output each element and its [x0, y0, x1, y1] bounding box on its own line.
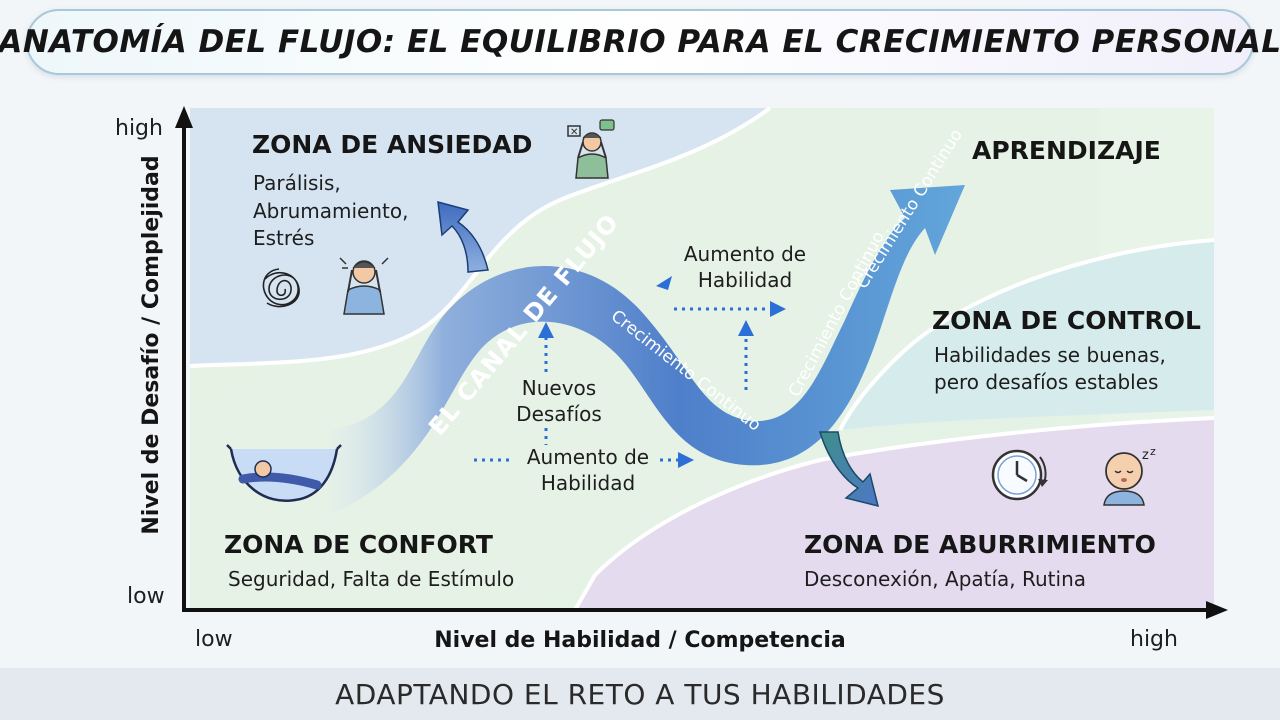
aumento-habilidad-low-line-2: Habilidad: [541, 471, 635, 495]
aumento-habilidad-high-line-2: Habilidad: [698, 268, 792, 292]
aprendizaje-title: APRENDIZAJE: [972, 136, 1161, 165]
arrow-down-right-icon: [818, 431, 880, 508]
aumento-habilidad-low-annotation: Aumento de Habilidad: [474, 445, 694, 495]
x-axis-low: low: [195, 627, 233, 652]
zona-ansiedad-title: ZONA DE ANSIEDAD: [252, 130, 532, 159]
x-axis-high: high: [1130, 627, 1178, 652]
nuevos-desafios-line-1: Nuevos: [522, 376, 596, 400]
y-axis-label: Nivel de Desafío / Complejidad: [139, 155, 164, 534]
nuevos-desafios-line-2: Desafíos: [516, 402, 602, 426]
title-banner: ANATOMÍA DEL FLUJO: EL EQUILIBRIO PARA E…: [0, 9, 1280, 75]
aumento-habilidad-high-annotation: Aumento de Habilidad: [656, 242, 806, 390]
aumento-habilidad-high-line-1: Aumento de: [684, 242, 806, 266]
zona-confort-line-1: Seguridad, Falta de Estímulo: [228, 567, 514, 591]
sleeping-face-icon: z z: [1103, 445, 1156, 506]
svg-text:z: z: [1150, 445, 1156, 458]
nuevos-desafios-annotation: Nuevos Desafíos: [516, 322, 602, 445]
zona-ansiedad-line-3: Estrés: [253, 226, 314, 250]
y-axis-high: high: [115, 116, 163, 141]
zona-confort-title: ZONA DE CONFORT: [224, 530, 493, 559]
zona-aburrimiento-title: ZONA DE ABURRIMIENTO: [804, 530, 1156, 559]
clock-icon: [991, 449, 1048, 501]
zone-ansiedad-area: [190, 108, 770, 366]
relaxing-hammock-icon: [226, 444, 342, 502]
zona-control-title: ZONA DE CONTROL: [932, 306, 1201, 335]
aumento-habilidad-low-line-1: Aumento de: [527, 445, 649, 469]
flow-diagram: EL CANAL DE FLUJO Crecimiento Continuo C…: [115, 106, 1228, 653]
zona-control-line-1: Habilidades se buenas,: [934, 343, 1166, 367]
zona-ansiedad-line-1: Parálisis,: [253, 171, 341, 195]
footer-text: ADAPTANDO EL RETO A TUS HABILIDADES: [335, 677, 945, 711]
page-title: ANATOMÍA DEL FLUJO: EL EQUILIBRIO PARA E…: [0, 24, 1280, 60]
zona-aburrimiento-line-1: Desconexión, Apatía, Rutina: [804, 567, 1086, 591]
zona-control-line-2: pero desafíos estables: [934, 370, 1158, 394]
frustrated-person-icon: [339, 257, 389, 315]
footer-banner: ADAPTANDO EL RETO A TUS HABILIDADES: [0, 668, 1280, 720]
zone-control-area: [840, 240, 1214, 430]
svg-text:✕: ✕: [570, 127, 578, 138]
svg-text:z: z: [1142, 448, 1149, 463]
stressed-person-icon: ✕: [567, 119, 615, 179]
zone-aburrimiento-area: [575, 418, 1214, 610]
flow-channel: [330, 185, 965, 515]
arrow-up-left-icon: [437, 200, 489, 273]
tangled-scribble-icon: [262, 268, 300, 308]
y-axis-low: low: [127, 584, 165, 609]
zona-ansiedad-line-2: Abrumamiento,: [253, 199, 408, 223]
x-axis-label: Nivel de Habilidad / Competencia: [434, 628, 845, 653]
